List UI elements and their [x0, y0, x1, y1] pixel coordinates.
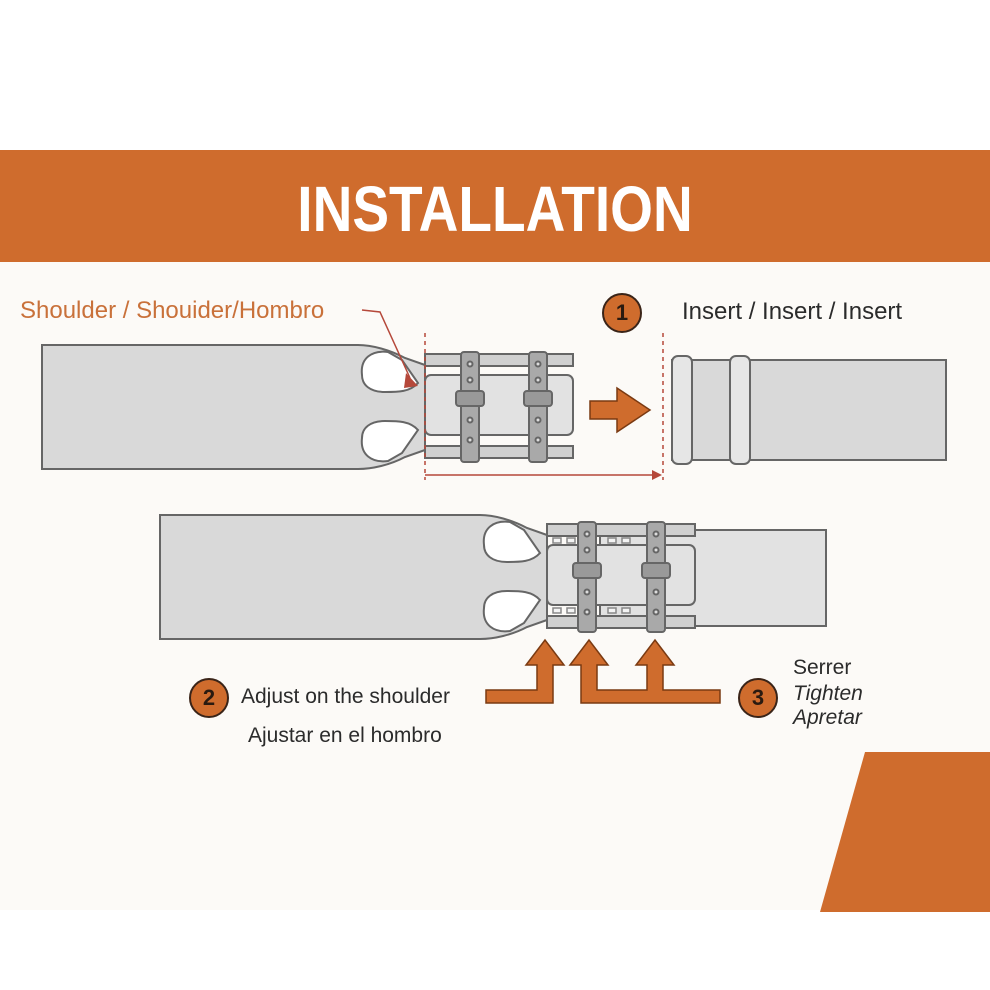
corner-accent — [820, 752, 990, 912]
clamp-slot-upper — [360, 350, 420, 394]
clamp-slot-lower — [360, 419, 420, 463]
insert-label: Insert / Insert / Insert — [682, 298, 903, 325]
clamp-top-assembly — [41, 344, 574, 470]
adjust-arrow — [485, 638, 566, 704]
pipe-groove-markers — [552, 537, 631, 614]
strap-left-bottom — [572, 521, 602, 633]
adjust-tighten-arrows — [485, 638, 721, 704]
step-1-badge: 1 — [602, 293, 642, 333]
tighten-label: Tighten — [793, 682, 863, 705]
clamp-finger-lower — [424, 445, 574, 459]
strap-right-top — [523, 351, 553, 463]
pipe-top — [671, 355, 947, 465]
clamp-finger-upper — [424, 353, 574, 367]
serrer-label: Serrer — [793, 656, 852, 679]
guide-lines — [361, 309, 664, 480]
tighten-arrow — [568, 638, 721, 704]
title-banner — [0, 150, 990, 262]
step-3-badge: 3 — [738, 678, 778, 718]
strap-right-bottom — [641, 521, 671, 633]
step-2-badge: 2 — [189, 678, 229, 718]
adjust-label-en: Adjust on the shoulder — [241, 685, 450, 708]
adjust-label-es: Ajustar en el hombro — [248, 724, 442, 747]
clamp-bottom-assembly — [159, 514, 827, 640]
page-title: INSTALLATION — [297, 173, 693, 245]
insert-arrow — [589, 386, 652, 434]
shoulder-label: Shoulder / Shouider/Hombro — [20, 297, 325, 324]
apretar-label: Apretar — [793, 706, 862, 729]
clamp-slot-lower-bottom — [482, 589, 542, 633]
clamp-slot-upper-bottom — [482, 520, 542, 564]
strap-left-top — [455, 351, 485, 463]
